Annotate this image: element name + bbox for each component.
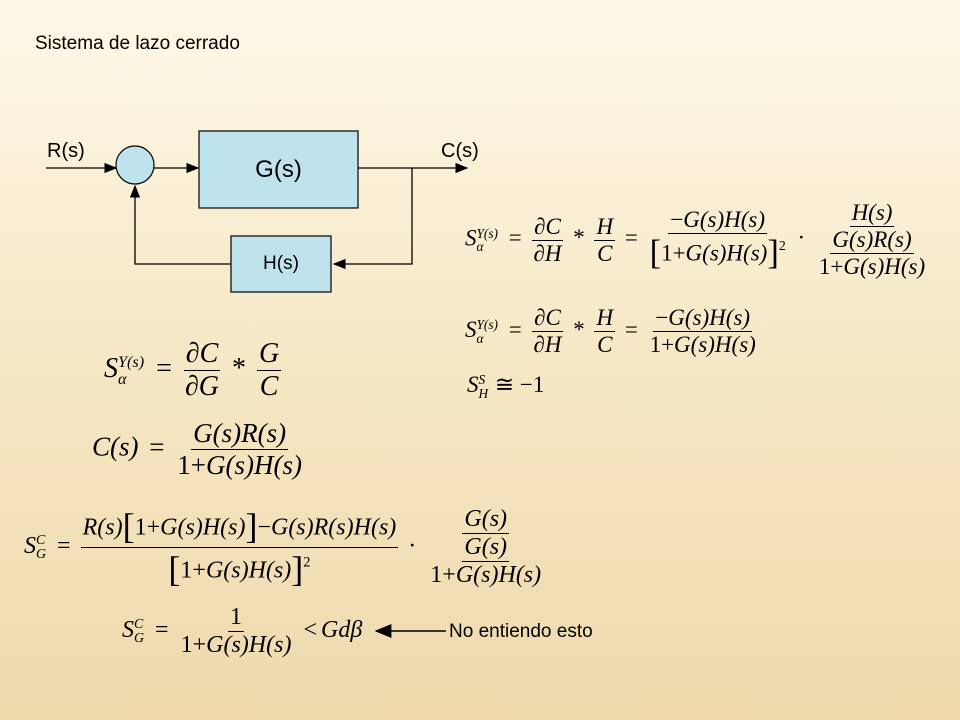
forward-block-label: G(s): [255, 155, 302, 183]
annotation-arrow: [374, 624, 446, 638]
page-title: Sistema de lazo cerrado: [35, 33, 240, 54]
feedback-block: [230, 235, 332, 293]
feedback-path-left: [129, 184, 231, 265]
feedback-path-right: [332, 168, 413, 270]
output-label: C(s): [441, 140, 479, 162]
equation-closed-loop: C(s) = G(s)R(s)1+G(s)H(s): [92, 418, 302, 480]
summing-junction: [115, 145, 155, 185]
annotation-text: No entiendo esto: [449, 621, 593, 642]
forward-block: [198, 130, 359, 209]
input-label: R(s): [47, 140, 85, 162]
feedback-block-label: H(s): [263, 253, 299, 274]
